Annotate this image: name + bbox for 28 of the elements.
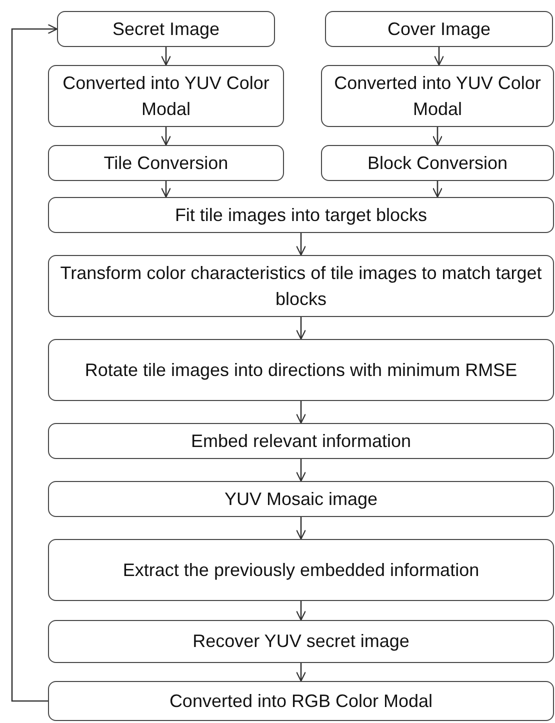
process-box: YUV Mosaic image bbox=[48, 481, 554, 517]
process-box: Converted into RGB Color Modal bbox=[48, 681, 554, 721]
arrow bbox=[160, 47, 172, 66]
arrow bbox=[296, 601, 306, 621]
process-box: Cover Image bbox=[325, 11, 553, 47]
arrow bbox=[432, 181, 443, 198]
process-box: Fit tile images into target blocks bbox=[48, 197, 554, 233]
process-box: Tile Conversion bbox=[48, 145, 284, 181]
arrow bbox=[296, 459, 306, 482]
arrow bbox=[296, 663, 306, 682]
process-box: Secret Image bbox=[57, 11, 275, 47]
arrow bbox=[432, 127, 443, 146]
arrow bbox=[296, 317, 306, 340]
process-box: Transform color characteristics of tile images to match target blocks bbox=[48, 255, 554, 317]
arrow bbox=[296, 401, 306, 424]
process-box: Converted into YUV Color Modal bbox=[48, 65, 284, 127]
arrow bbox=[296, 517, 306, 540]
process-box: Block Conversion bbox=[321, 145, 554, 181]
process-box: Recover YUV secret image bbox=[48, 620, 554, 663]
process-box: Converted into YUV Color Modal bbox=[321, 65, 554, 127]
process-box: Embed relevant information bbox=[48, 423, 554, 459]
process-box: Rotate tile images into directions with minimum RMSE bbox=[48, 339, 554, 401]
arrow bbox=[11, 24, 58, 702]
arrow bbox=[160, 127, 172, 146]
process-box: Extract the previously embedded information bbox=[48, 539, 554, 601]
arrow bbox=[296, 233, 306, 256]
arrow bbox=[160, 181, 172, 198]
arrow bbox=[434, 47, 444, 66]
